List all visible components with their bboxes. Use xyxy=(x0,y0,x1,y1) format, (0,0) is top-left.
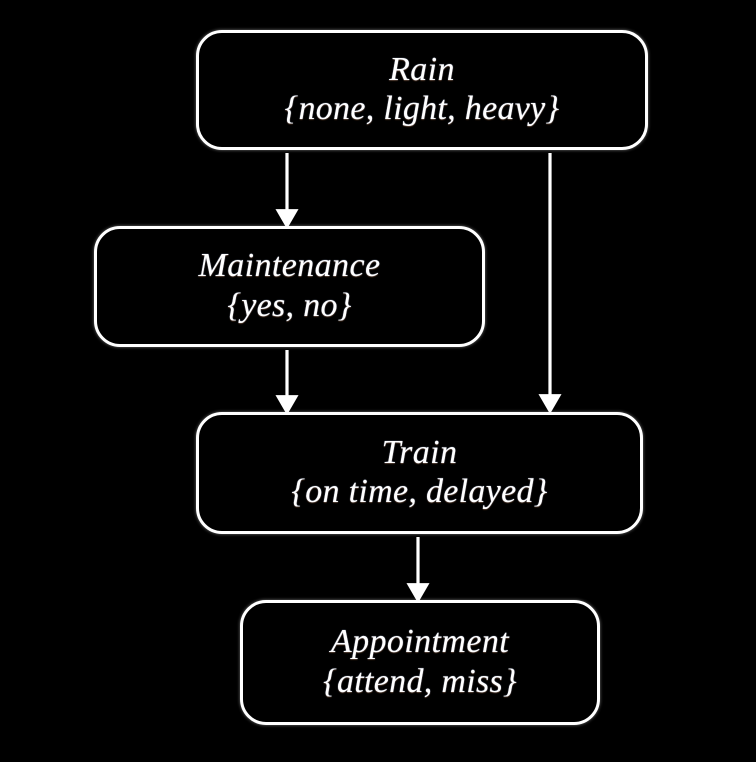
node-train-states: {on time, delayed} xyxy=(291,473,548,511)
node-rain-name: Rain xyxy=(389,50,455,88)
node-train[interactable]: Train {on time, delayed} xyxy=(196,412,643,534)
node-maintenance-name: Maintenance xyxy=(198,247,381,285)
node-maintenance-states: {yes, no} xyxy=(227,286,352,324)
node-rain[interactable]: Rain {none, light, heavy} xyxy=(196,30,648,150)
node-appointment-states: {attend, miss} xyxy=(323,662,517,700)
node-appointment-name: Appointment xyxy=(330,623,510,661)
node-rain-states: {none, light, heavy} xyxy=(284,90,560,128)
node-train-name: Train xyxy=(381,433,458,471)
node-maintenance[interactable]: Maintenance {yes, no} xyxy=(94,226,485,347)
node-appointment[interactable]: Appointment {attend, miss} xyxy=(240,600,600,725)
